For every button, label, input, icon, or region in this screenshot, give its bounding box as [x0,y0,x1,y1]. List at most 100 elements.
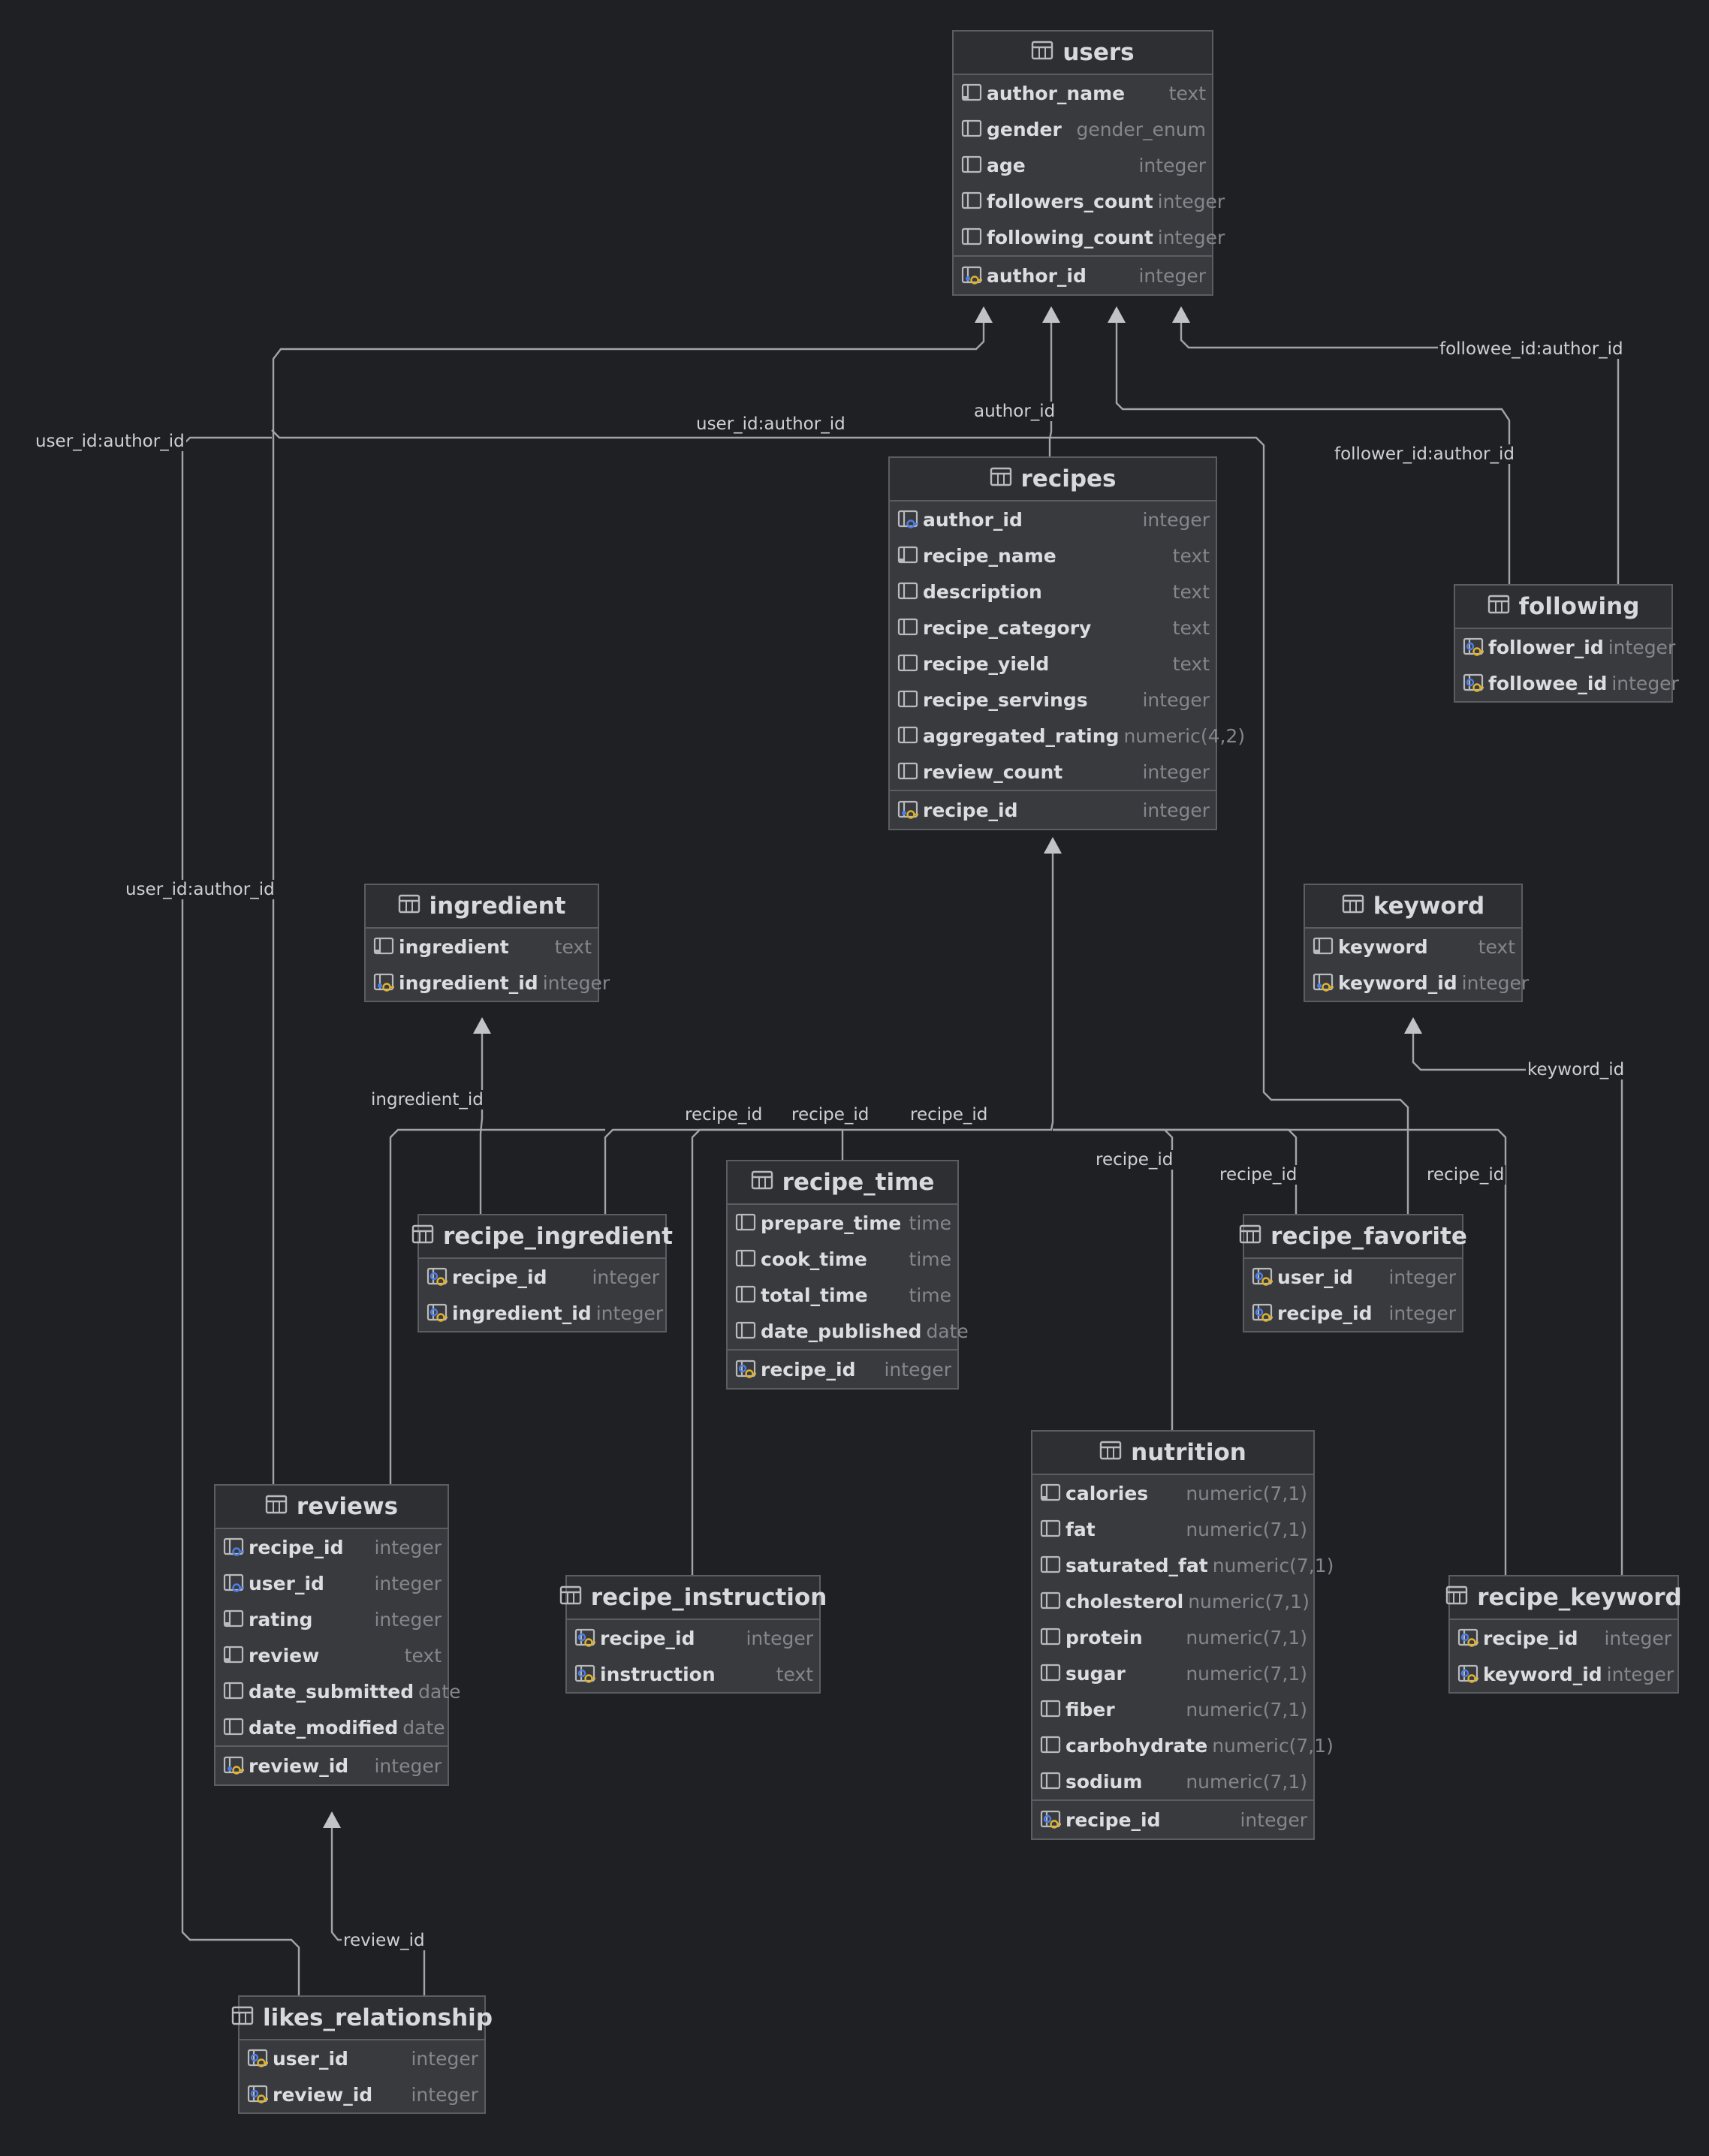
table-header[interactable]: following [1455,586,1671,629]
relationship-line [330,1813,426,1995]
table-header[interactable]: recipe_favorite [1239,1215,1467,1259]
column-name: following_count [987,226,1153,248]
column-row[interactable]: author_id integer [890,501,1216,537]
column-icon [961,155,984,176]
table-header[interactable]: users [954,32,1212,75]
relationship-line [1053,1128,1507,1575]
table-header[interactable]: recipe_ingredient [411,1215,673,1259]
column-icon [1040,1627,1062,1648]
arrowhead-icon [975,306,993,323]
column-icon [223,1681,246,1702]
column-name: recipe_id [761,1358,856,1381]
foreign-primary-key-icon [574,1664,597,1685]
column-name: ingredient_id [399,971,538,994]
column-type: integer [1142,508,1210,531]
table-header[interactable]: recipes [890,458,1216,501]
table-header[interactable]: likes_relationship [231,1997,493,2040]
table-header[interactable]: ingredient [366,885,598,929]
relationship-line [389,1128,605,1484]
column-name: author_id [923,508,1023,531]
table-header[interactable]: nutrition [1032,1432,1313,1475]
table-header[interactable]: recipe_instruction [559,1576,827,1620]
column-name: sodium [1065,1770,1143,1793]
column-name: instruction [600,1663,716,1685]
table-header[interactable]: recipe_time [728,1161,957,1205]
table-icon [1342,893,1364,920]
table-header[interactable]: keyword [1305,885,1521,929]
index-column-icon [1313,936,1335,957]
column-type: numeric(7,1) [1212,1554,1334,1576]
table-header[interactable]: reviews [216,1486,448,1529]
column-type: integer [374,1608,442,1631]
table-header[interactable]: recipe_keyword [1446,1576,1682,1620]
index-column-icon [961,83,984,104]
column-type: time [909,1248,951,1270]
